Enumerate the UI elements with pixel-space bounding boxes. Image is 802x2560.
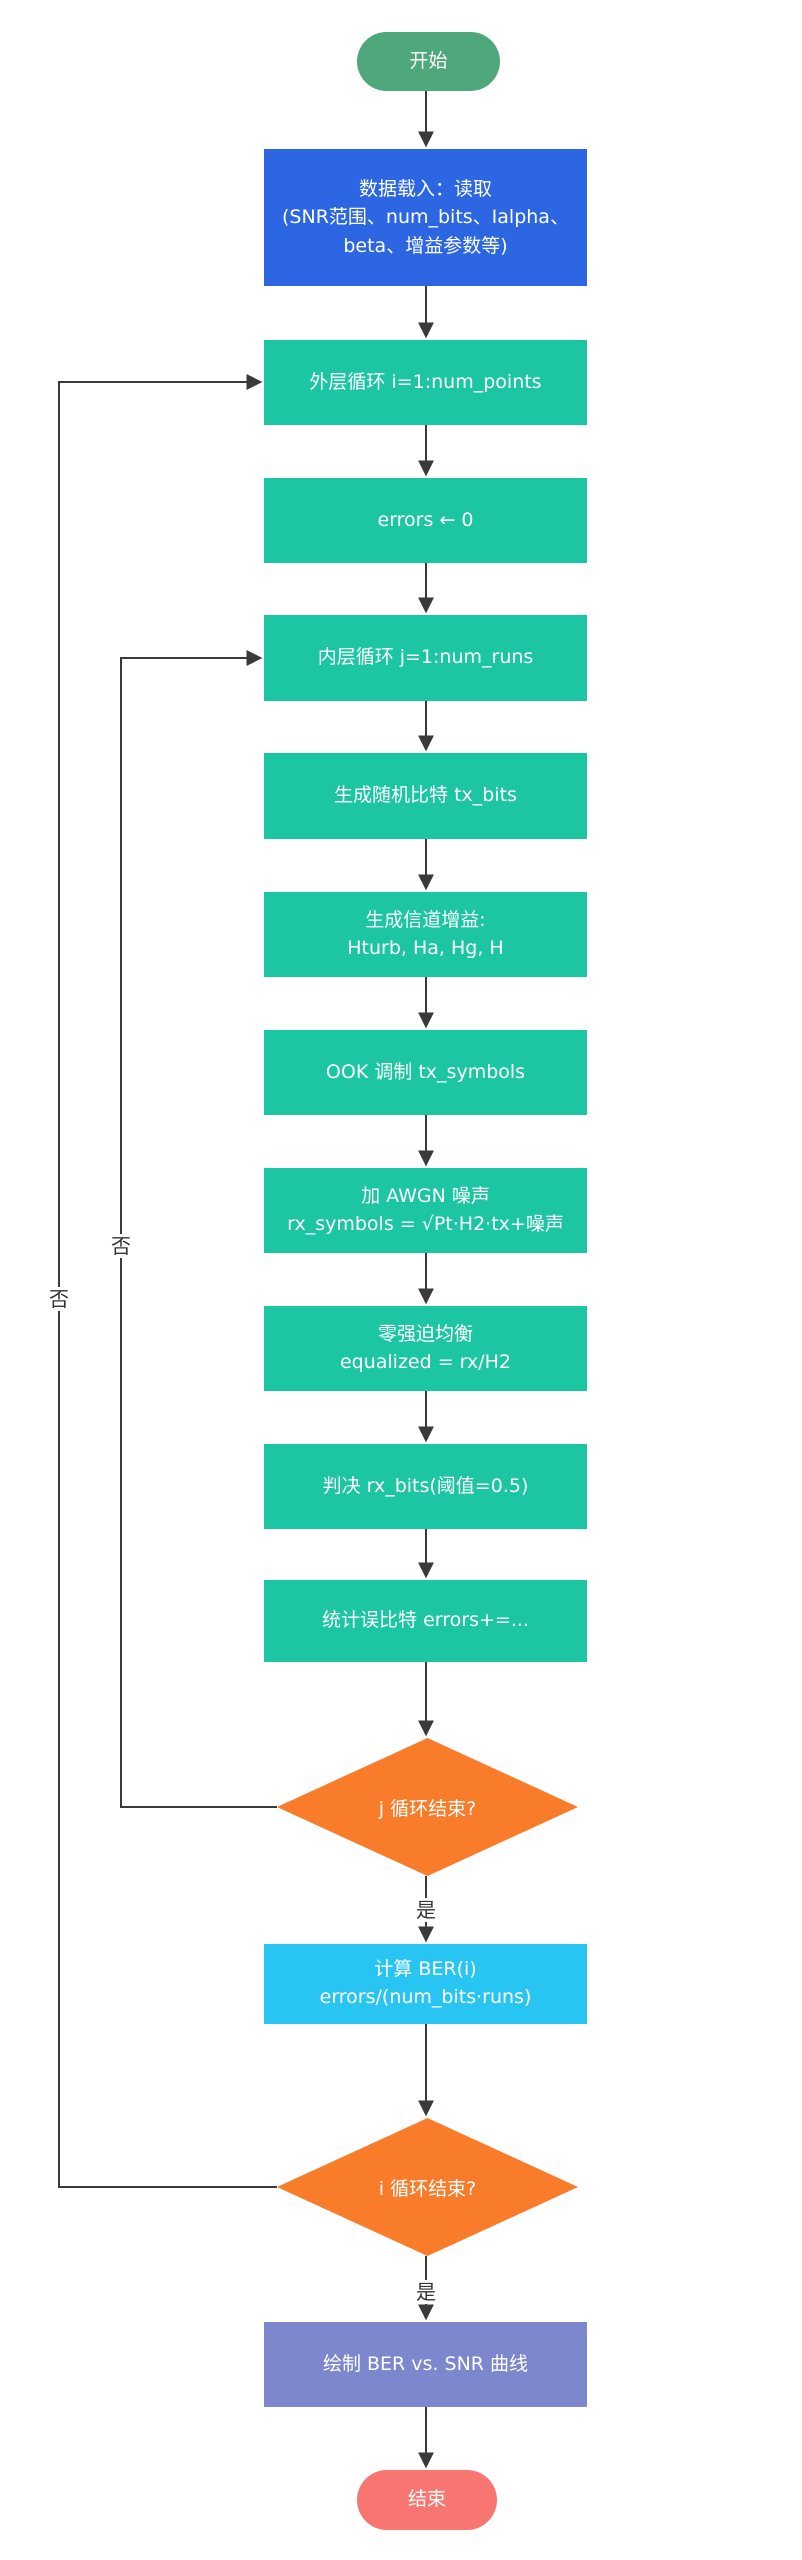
edge-label-i-yes: 是 — [406, 2280, 446, 2304]
node-inner-loop-label: 内层循环 j=1:num_runs — [317, 646, 534, 669]
node-gen-gain: 生成信道增益: Hturb, Ha, Hg, H — [264, 892, 587, 977]
node-data-load: 数据载入：读取 (SNR范围、num_bits、Ialpha、 beta、增益参… — [264, 149, 587, 286]
node-errors-init-label: errors ← 0 — [377, 508, 474, 531]
node-awgn-line2: rx_symbols = √Pt·H2·tx+噪声 — [287, 1212, 564, 1235]
node-zf-eq-line1: 零强迫均衡 — [377, 1322, 473, 1345]
node-data-load-line1: 数据载入：读取 — [358, 177, 492, 200]
node-gen-bits-label: 生成随机比特 tx_bits — [334, 784, 517, 807]
node-gen-gain-line1: 生成信道增益: — [365, 908, 486, 931]
node-zf-eq: 零强迫均衡 equalized = rx/H2 — [264, 1306, 587, 1391]
node-data-load-line2: (SNR范围、num_bits、Ialpha、 — [282, 206, 569, 229]
node-i-loop-end-label: i 循环结束? — [378, 2177, 477, 2200]
node-start-label: 开始 — [409, 49, 448, 72]
node-calc-ber-line2: errors/(num_bits·runs) — [319, 1986, 532, 2008]
node-inner-loop: 内层循环 j=1:num_runs — [264, 615, 587, 701]
edge-label-j-no: 否 — [101, 1234, 141, 1258]
node-ook-mod-label: OOK 调制 tx_symbols — [325, 1060, 526, 1083]
node-start: 开始 — [357, 32, 500, 91]
node-calc-ber: 计算 BER(i) errors/(num_bits·runs) — [264, 1944, 587, 2024]
node-plot-label: 绘制 BER vs. SNR 曲线 — [322, 2352, 529, 2375]
node-j-loop-end-label: j 循环结束? — [378, 1797, 477, 1820]
node-gen-bits: 生成随机比特 tx_bits — [264, 753, 587, 839]
node-outer-loop-label: 外层循环 i=1:num_points — [309, 370, 542, 393]
node-plot: 绘制 BER vs. SNR 曲线 — [264, 2322, 587, 2407]
node-gen-gain-line2: Hturb, Ha, Hg, H — [347, 936, 504, 959]
node-awgn: 加 AWGN 噪声 rx_symbols = √Pt·H2·tx+噪声 — [264, 1168, 587, 1253]
node-end-label: 结束 — [407, 2488, 446, 2511]
node-zf-eq-line2: equalized = rx/H2 — [339, 1350, 512, 1373]
edge-jdiamond-no-loopback — [120, 650, 277, 1808]
node-data-load-line3: beta、增益参数等) — [343, 234, 508, 257]
node-decision: 判决 rx_bits(阈值=0.5) — [264, 1444, 587, 1529]
node-end: 结束 — [357, 2470, 497, 2530]
node-calc-ber-line1: 计算 BER(i) — [374, 1958, 477, 1981]
node-ook-mod: OOK 调制 tx_symbols — [264, 1030, 587, 1115]
node-outer-loop: 外层循环 i=1:num_points — [264, 340, 587, 425]
node-count-errors-label: 统计误比特 errors+=... — [322, 1609, 529, 1632]
edge-idiamond-no-loopback — [58, 374, 277, 2188]
node-count-errors: 统计误比特 errors+=... — [264, 1580, 587, 1662]
node-decision-label: 判决 rx_bits(阈值=0.5) — [322, 1474, 529, 1497]
edge-label-j-yes: 是 — [406, 1898, 446, 1922]
edge-label-i-no: 否 — [39, 1287, 79, 1311]
node-errors-init: errors ← 0 — [264, 478, 587, 563]
node-awgn-line1: 加 AWGN 噪声 — [361, 1184, 490, 1207]
